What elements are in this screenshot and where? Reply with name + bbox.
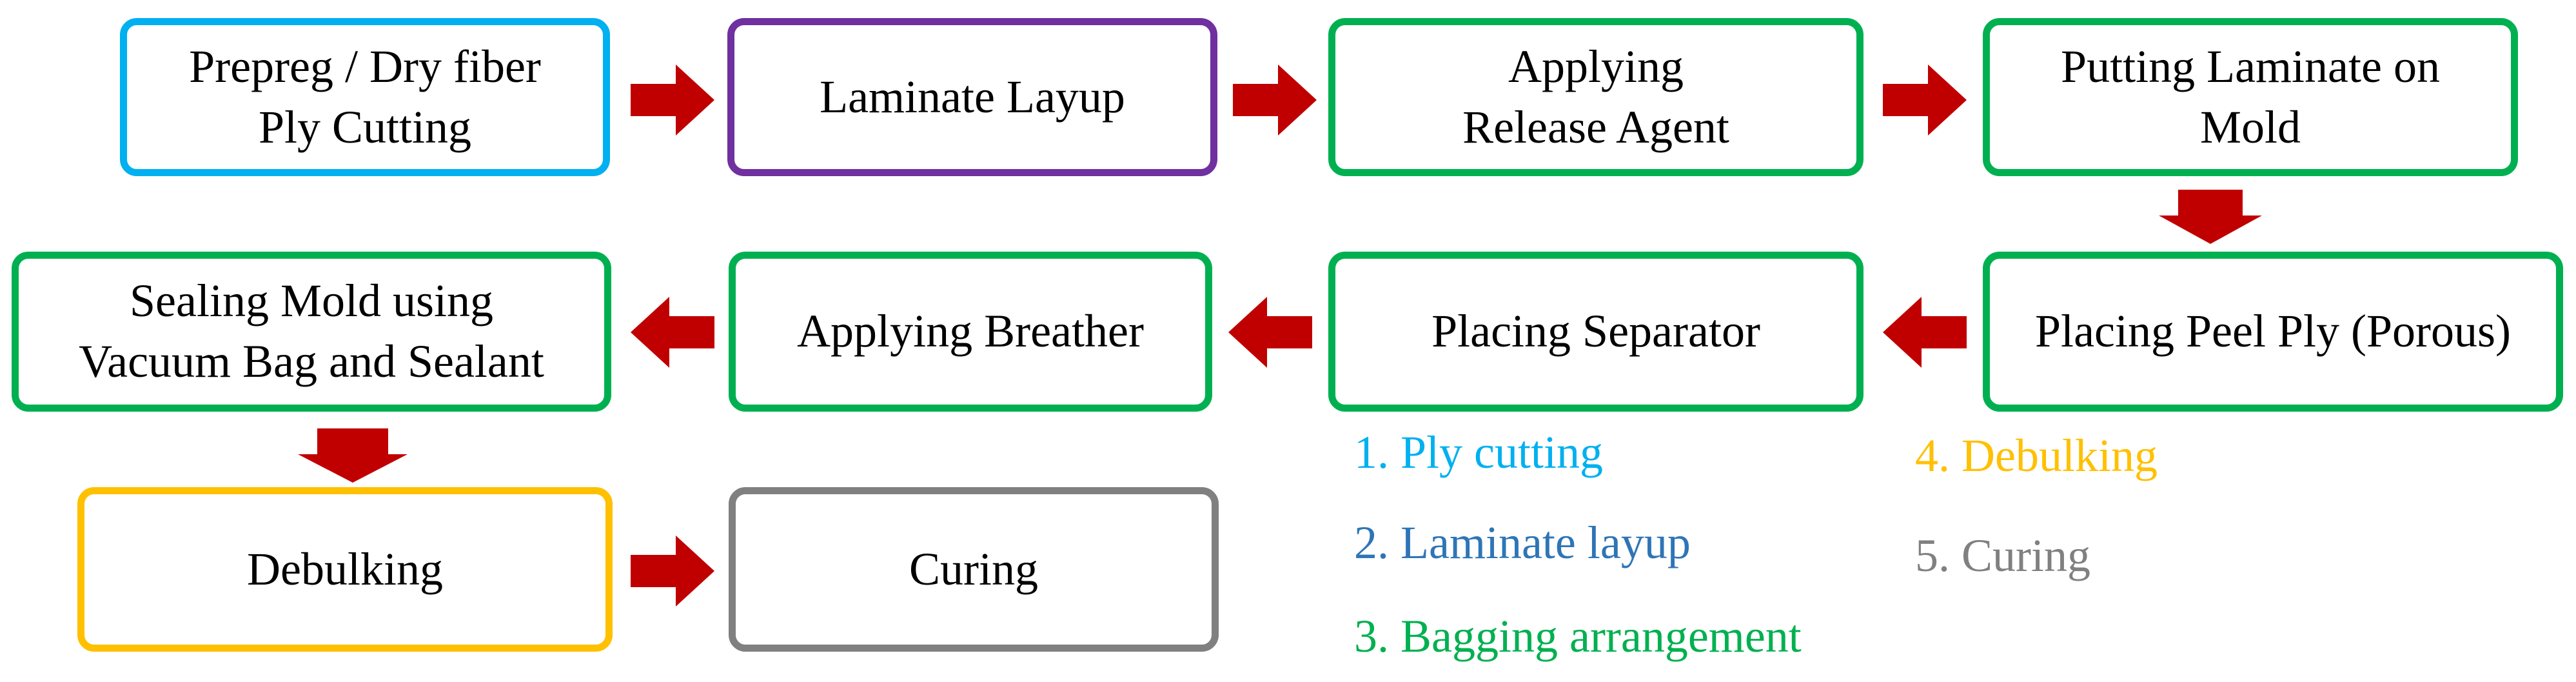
- legend-laminate-layup: 2. Laminate layup: [1354, 517, 1691, 568]
- step-laminate-layup: Laminate Layup: [727, 18, 1217, 176]
- arrow-down-icon: [2159, 190, 2262, 244]
- step-applying-release-agent: Applying Release Agent: [1328, 18, 1863, 176]
- step-placing-separator: Placing Separator: [1328, 252, 1863, 412]
- arrow-right-icon: [631, 536, 714, 607]
- arrow-right-icon: [1883, 65, 1967, 135]
- step-applying-breather: Applying Breather: [729, 252, 1212, 412]
- legend-ply-cutting: 1. Ply cutting: [1354, 426, 1604, 478]
- step-ply-cutting: Prepreg / Dry fiber Ply Cutting: [120, 18, 610, 176]
- arrow-left-icon: [1228, 297, 1312, 368]
- step-placing-peel-ply: Placing Peel Ply (Porous): [1983, 252, 2563, 412]
- arrow-down-icon: [298, 428, 408, 483]
- step-putting-laminate-on-mold: Putting Laminate on Mold: [1983, 18, 2518, 176]
- step-sealing-mold: Sealing Mold using Vacuum Bag and Sealan…: [12, 252, 611, 412]
- arrow-left-icon: [631, 297, 714, 368]
- step-curing: Curing: [729, 487, 1219, 652]
- legend-curing: 5. Curing: [1915, 530, 2091, 581]
- arrow-left-icon: [1883, 297, 1967, 368]
- legend-debulking: 4. Debulking: [1915, 430, 2158, 481]
- arrow-right-icon: [1233, 65, 1317, 135]
- legend-bagging-arrangement: 3. Bagging arrangement: [1354, 610, 1802, 662]
- step-debulking: Debulking: [77, 487, 613, 652]
- arrow-right-icon: [631, 65, 714, 135]
